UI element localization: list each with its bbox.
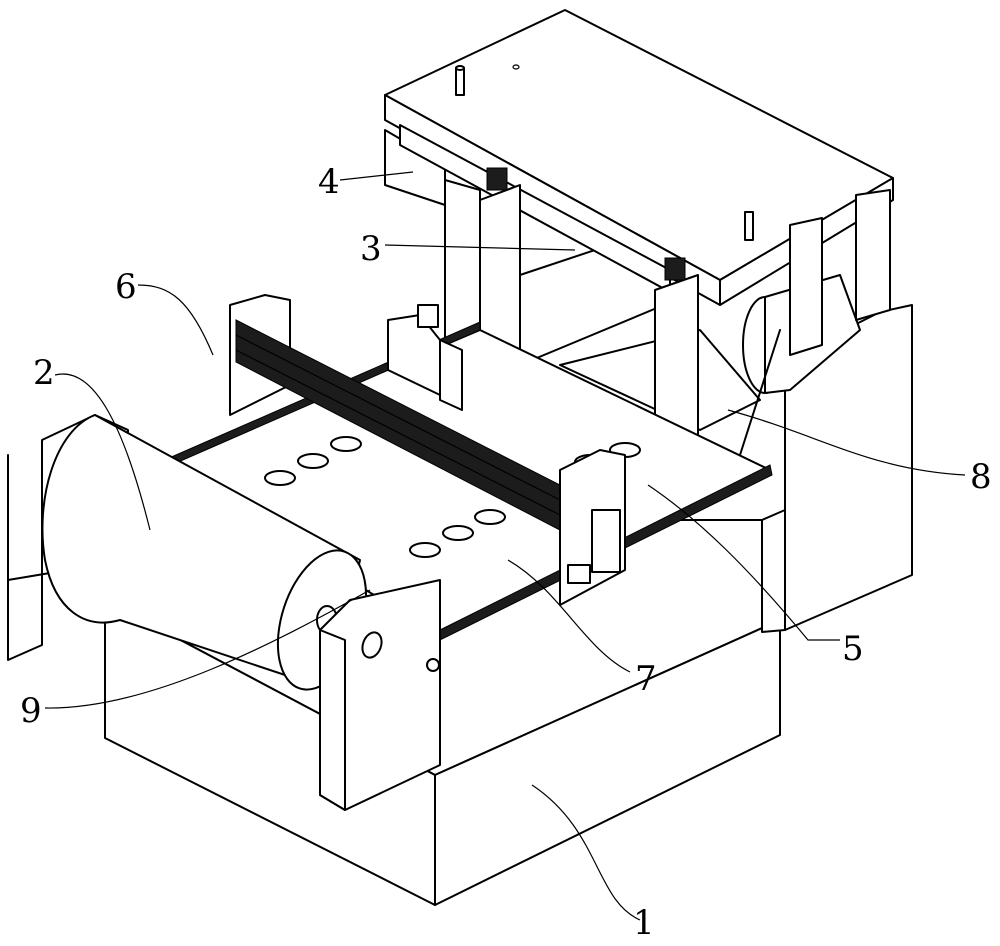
label-9: 9 (20, 691, 42, 731)
leader-line-6 (137, 284, 214, 356)
press-assembly (384, 124, 891, 466)
label-6: 6 (115, 267, 137, 307)
leader-line-4 (339, 171, 414, 181)
leader-line-5 (647, 484, 840, 641)
label-1: 1 (633, 903, 655, 943)
front-roller (7, 414, 441, 811)
label-5: 5 (842, 629, 864, 669)
reference-labels: 1 2 3 4 5 6 7 8 9 (20, 162, 992, 943)
gantry (229, 294, 626, 606)
leader-line-3 (384, 244, 576, 251)
leader-line-1 (531, 784, 641, 921)
right-support-block (761, 304, 913, 633)
leader-line-9 (44, 589, 371, 709)
leader-lines (44, 171, 966, 921)
label-7: 7 (635, 659, 657, 699)
leader-line-7 (507, 559, 631, 673)
label-4: 4 (318, 162, 340, 202)
leader-line-2 (54, 373, 151, 531)
label-2: 2 (33, 353, 55, 393)
label-3: 3 (360, 229, 382, 269)
label-8: 8 (970, 457, 992, 497)
leader-line-8 (727, 409, 966, 476)
